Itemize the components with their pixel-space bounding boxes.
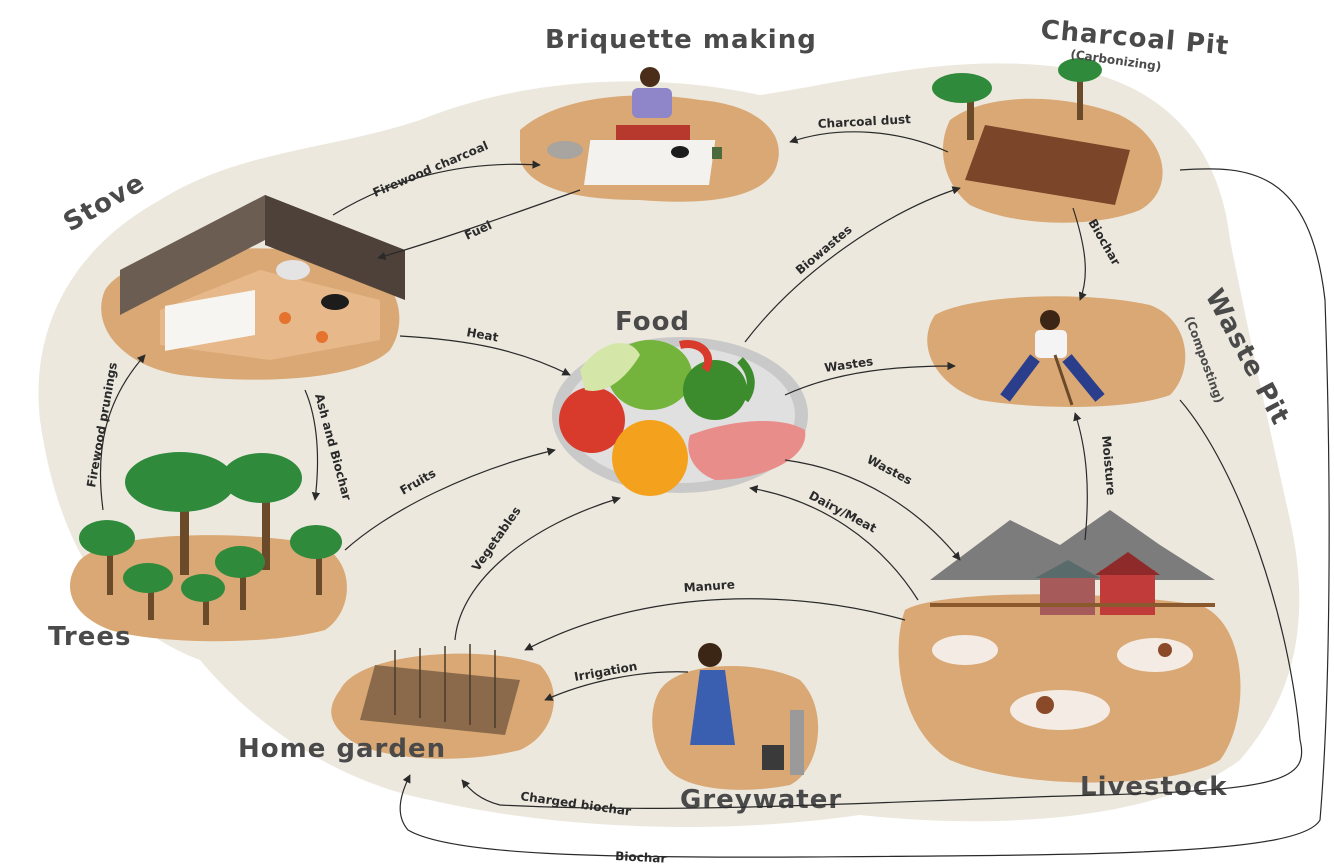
greywater-node: Greywater xyxy=(652,643,842,815)
crop-stalks xyxy=(394,644,496,728)
trees-title: Trees xyxy=(48,622,131,652)
label-moisture: Moisture xyxy=(1099,435,1118,496)
livestock-title: Livestock xyxy=(1080,772,1228,802)
label-wastes-food: Wastes xyxy=(823,354,874,375)
label-heat: Heat xyxy=(465,325,499,344)
food-title: Food xyxy=(615,307,690,337)
food-node: Food xyxy=(552,307,808,496)
tree xyxy=(290,525,342,595)
fire-glow xyxy=(316,331,328,343)
tree xyxy=(125,452,235,575)
flow-arrows xyxy=(99,131,1330,858)
arrow-wastes-livestock xyxy=(784,459,961,561)
shovel xyxy=(1053,354,1074,406)
barn-red xyxy=(1100,570,1155,615)
label-biochar-bottom: Biochar xyxy=(615,849,667,863)
worker-head xyxy=(1040,310,1060,330)
briquette-node: Briquette making xyxy=(520,25,817,202)
arrow-manure xyxy=(524,598,906,651)
charcoal-pit-hole xyxy=(965,125,1130,205)
arrow-biochar-pit xyxy=(1072,207,1087,301)
woman-head xyxy=(698,643,722,667)
barn-grey xyxy=(1040,575,1095,615)
arrow-biowastes xyxy=(744,186,961,343)
briquette-mat xyxy=(583,140,716,185)
trees-node: Trees xyxy=(48,452,347,652)
charcoal-tray xyxy=(165,290,255,351)
label-charcoal-dust: Charcoal dust xyxy=(817,112,911,131)
arrow-irrigation xyxy=(544,671,689,701)
tree xyxy=(215,546,265,610)
water-bucket xyxy=(762,745,784,770)
meat-slice xyxy=(688,420,806,480)
cow xyxy=(932,635,998,665)
arrow-fuel xyxy=(377,189,581,260)
cow-spot xyxy=(1036,696,1054,714)
chili-green xyxy=(737,357,755,403)
chili-red xyxy=(679,340,713,373)
stove-burner xyxy=(321,294,349,310)
livestock-soil xyxy=(898,594,1241,783)
worker-legs xyxy=(1000,354,1105,402)
green-pepper xyxy=(683,360,747,420)
barn-red-roof xyxy=(1095,552,1160,575)
briquette-title: Briquette making xyxy=(545,25,817,55)
tomato xyxy=(559,387,625,453)
mountain xyxy=(930,510,1215,580)
person-shirt xyxy=(632,88,672,118)
arrow-fruits xyxy=(344,447,556,551)
arrow-moisture xyxy=(1073,412,1088,541)
cooking-pot xyxy=(276,260,310,280)
arrow-dairy-meat xyxy=(749,485,919,601)
bucket xyxy=(712,147,722,159)
tree xyxy=(222,453,302,570)
arrow-firewood-charcoal xyxy=(332,160,541,216)
woman-dress xyxy=(690,670,735,745)
barn-roof xyxy=(1035,560,1100,578)
garden-beds xyxy=(360,665,520,735)
briquette-dark xyxy=(671,146,689,158)
orange xyxy=(612,420,688,496)
arrow-heat xyxy=(399,335,571,376)
tree xyxy=(181,574,225,625)
water-tap xyxy=(790,710,804,775)
greywater-title: Greywater xyxy=(680,785,842,815)
arrow-vegetables xyxy=(454,496,621,641)
arrow-charged-biochar xyxy=(461,399,1303,809)
arrow-biochar-bottom xyxy=(399,168,1330,858)
person-head xyxy=(640,67,660,87)
home-garden-title: Home garden xyxy=(238,734,446,764)
cow xyxy=(1117,638,1193,672)
charcoal-tree xyxy=(932,73,992,140)
stove-wall-side xyxy=(265,195,405,300)
person-legs xyxy=(616,125,690,140)
arrow-firewood-prunings xyxy=(99,354,146,511)
charcoal-tree xyxy=(1058,58,1102,120)
livestock-node: Livestock xyxy=(898,510,1241,802)
arrow-ash-biochar xyxy=(304,389,321,501)
tree xyxy=(123,563,173,620)
label-manure: Manure xyxy=(683,577,735,595)
home-garden-node: Home garden xyxy=(238,644,554,764)
worker-shirt xyxy=(1035,330,1067,358)
tree xyxy=(79,520,135,595)
arrow-charcoal-dust xyxy=(789,131,949,153)
cow-spot xyxy=(1158,643,1172,657)
arrow-wastes-food xyxy=(784,361,956,396)
cow xyxy=(1010,690,1110,730)
fire-glow xyxy=(279,312,291,324)
dust-pile xyxy=(547,141,583,159)
bok-choy xyxy=(580,343,640,391)
charcoal-pit-title: Charcoal Pit xyxy=(1039,15,1230,61)
